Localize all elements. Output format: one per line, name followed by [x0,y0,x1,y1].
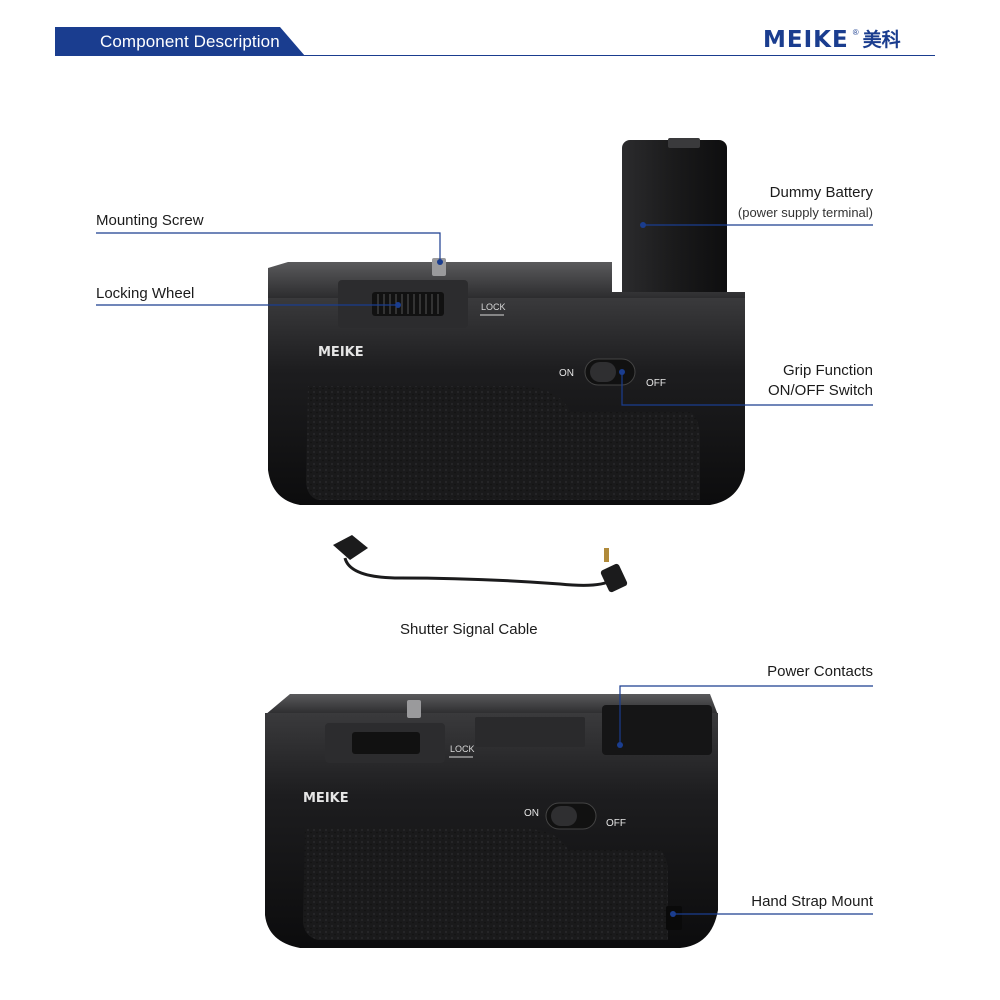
dot-grip-switch [619,369,625,375]
brand-logo: MEIKE ® 美科 [763,27,901,53]
header-title-tab: Component Description [55,27,305,56]
switch-on-marking-top: ON [559,368,574,379]
battery-contact-tab [668,138,700,148]
grip-bottom-view: LOCK MEIKE ON OFF [265,694,718,948]
lock-marking-top: LOCK [481,302,506,312]
label-grip-switch-line2: ON/OFF Switch [767,382,873,399]
dummy-battery-block [622,140,727,308]
dot-dummy-battery [640,222,646,228]
grip-top-view: LOCK MEIKE ON OFF [268,138,745,505]
label-locking-wheel: Locking Wheel [96,285,195,302]
header-rule [55,55,935,56]
switch-off-marking-top: OFF [646,378,666,389]
dot-mounting-screw [437,259,443,265]
label-mounting-screw: Mounting Screw [96,212,204,229]
leader-lines [96,224,873,915]
dot-power-contacts [617,742,623,748]
cable-wire [343,557,613,587]
mounting-screw-bottom [407,700,421,718]
switch-knob-bottom [551,806,577,826]
leader-mounting-screw [96,232,441,262]
leader-power-contacts [619,685,873,745]
label-grip-switch-line1: Grip Function [782,362,873,379]
dot-locking-wheel [395,302,401,308]
cable-plug-left [333,535,368,560]
page-title: Component Description [100,32,280,51]
switch-on-marking-bottom: ON [524,808,539,819]
cable-pin [604,548,609,562]
brand-chinese: 美科 [862,29,901,51]
battery-bay [602,705,712,755]
contact-plate [475,717,585,747]
locking-wheel-bottom [352,732,420,754]
cable-plug-right [600,563,628,593]
label-dummy-battery-sub: (power supply terminal) [737,205,873,220]
switch-off-marking-bottom: OFF [606,818,626,829]
leader-grip-switch [621,372,873,406]
lock-marking-bottom: LOCK [450,744,475,754]
label-shutter-cable: Shutter Signal Cable [400,621,538,638]
label-power-contacts: Power Contacts [767,663,873,680]
switch-knob-top [590,362,616,382]
registered-mark-icon: ® [852,27,859,37]
device-logo-top: MEIKE [318,345,364,360]
label-dummy-battery: Dummy Battery [769,184,873,201]
brand-word: MEIKE [763,27,849,53]
leather-grip [306,386,700,500]
shutter-cable-illustration [333,535,628,593]
strap-mount-slot [666,906,682,930]
device-logo-bottom: MEIKE [303,791,349,806]
leader-dots [395,222,676,917]
dot-hand-strap [670,911,676,917]
label-hand-strap: Hand Strap Mount [751,893,873,910]
leather-grip-bottom [303,828,668,940]
